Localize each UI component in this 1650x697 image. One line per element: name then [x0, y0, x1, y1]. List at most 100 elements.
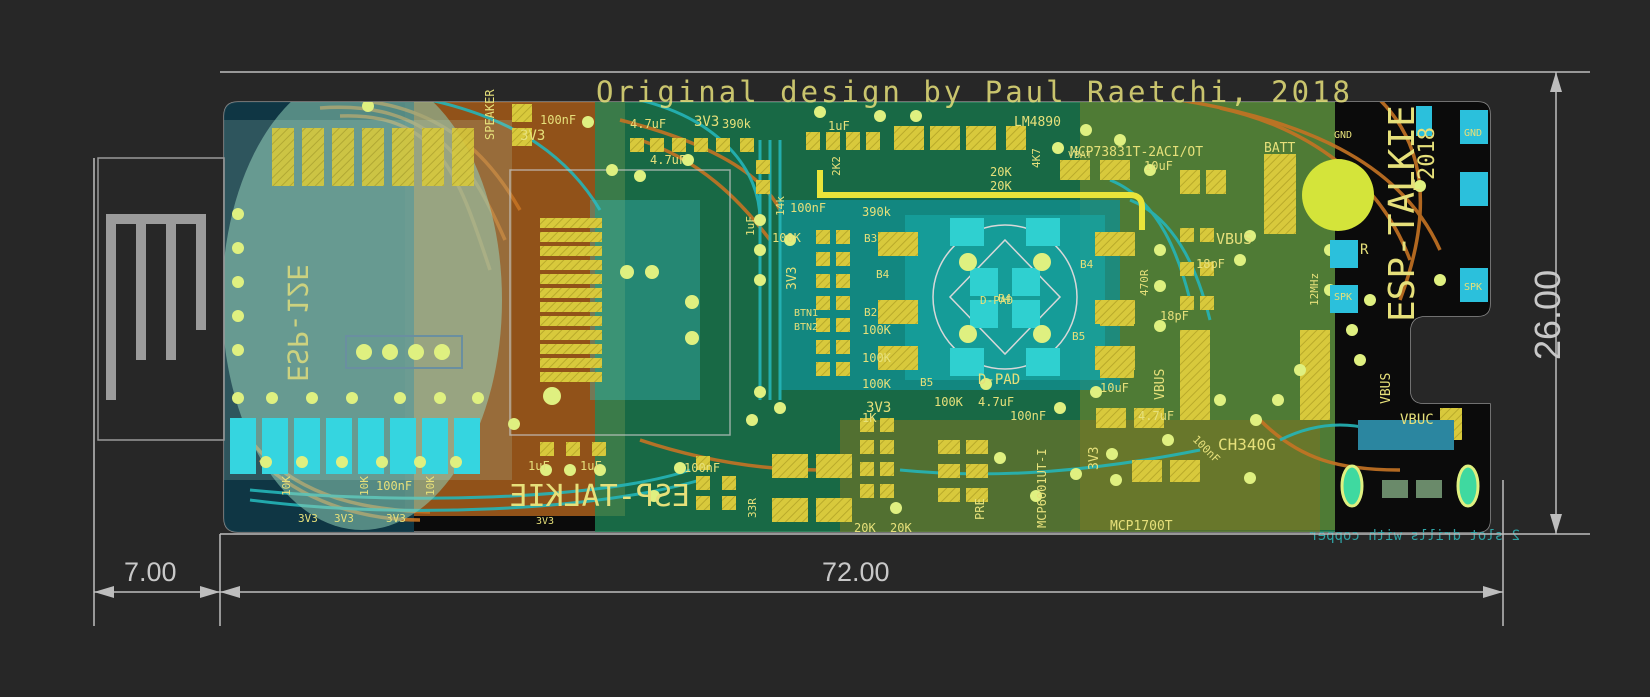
lm4890-label: LM4890	[1014, 115, 1061, 130]
vbus-label-c: VBUS	[1379, 373, 1394, 404]
dim-height-label: 26.00	[1527, 270, 1568, 360]
esp-pads-bottom	[230, 418, 480, 474]
spk-label-a: SPK	[1334, 292, 1352, 303]
label-3v3-a: 3V3	[520, 128, 545, 144]
label-3v3-d: 3V3	[785, 267, 800, 290]
r14k-a: 14k	[774, 196, 787, 216]
r100k-c: 100K	[862, 351, 892, 365]
r20k-a: 20K	[990, 165, 1012, 179]
b4-label-b: B4	[1080, 258, 1094, 271]
vbus-label-b: VBUS	[1153, 369, 1168, 400]
c100nf-b: 100nF	[376, 479, 412, 493]
label-3v3-i: 3V3	[536, 516, 554, 527]
b4-label-a: B4	[876, 268, 890, 281]
l-label: L	[1412, 178, 1420, 194]
c100nf-c: 100nF	[790, 201, 826, 215]
gnd-label-b: GND	[1464, 128, 1482, 139]
antenna-trace	[97, 157, 225, 441]
r100k-b: 100K	[862, 323, 892, 337]
module-name: ESP-12E	[281, 264, 314, 382]
board-year: 2018	[1415, 127, 1440, 180]
pre-label: PRE	[973, 498, 987, 520]
c1uf-a: 1uF	[828, 119, 850, 133]
audio-jack-pads	[1330, 106, 1488, 313]
c1uf-c: 1uF	[580, 459, 602, 473]
r2k2-a: 2K2	[830, 156, 843, 176]
c10uf-a: 10uF	[1144, 159, 1173, 173]
credit-text: Original design by Paul Raetchi, 2018	[596, 75, 1353, 109]
label-3v3-g: 3V3	[334, 512, 354, 525]
label-3v3-e: 3V3	[1087, 447, 1102, 470]
c1uf-d: 1uF	[744, 216, 757, 236]
btn2-label: BTN2	[794, 322, 818, 333]
r10k-b: 10K	[358, 476, 371, 496]
pcb-board	[223, 101, 1491, 533]
c4-7uf-a: 4.7uF	[630, 117, 666, 131]
label-3v3-h: 3V3	[386, 512, 406, 525]
ch340-label: CH340G	[1218, 435, 1276, 454]
connector-footprint	[509, 169, 731, 436]
r100k-e: 100K	[934, 395, 964, 409]
r470r-a: 470R	[1138, 269, 1151, 296]
c1uf-b: 1uF	[528, 459, 550, 473]
board-title: ESP-TALKIE	[1382, 105, 1423, 322]
label-3v3-c: 3V3	[866, 400, 891, 416]
c100nf-f: 100nF	[684, 461, 720, 475]
b3-label: B3	[864, 232, 877, 245]
b5-label-a: B5	[920, 376, 933, 389]
r33r-a: 33R	[746, 498, 759, 518]
bottom-title: ESP-TALKIE	[509, 479, 690, 514]
highlighted-trace	[817, 170, 1145, 230]
b2-label: B2	[864, 306, 877, 319]
mcp-ldo-label: MCP1700T	[1110, 519, 1173, 534]
r20k-c: 20K	[854, 521, 876, 535]
dim-width-label: 72.00	[822, 557, 890, 587]
xtal-label: 12MHz	[1308, 273, 1321, 306]
label-3v3-b: 3V3	[694, 114, 719, 130]
r-label: R	[1360, 242, 1369, 258]
c18pf-b: 18pF	[1160, 309, 1189, 323]
c4-7uf-c: 4.7uF	[978, 395, 1014, 409]
vbus-label-a: VBUS	[1216, 230, 1252, 248]
c100nf-a: 100nF	[540, 113, 576, 127]
buzzer-pad	[1302, 159, 1374, 231]
r100k-a: 100K	[772, 231, 802, 245]
c4-7uf-b: 4.7uF	[650, 153, 686, 167]
dim-antenna-label: 7.00	[124, 557, 177, 587]
speaker-label: SPEAKER	[483, 89, 497, 140]
label-3v3-f: 3V3	[298, 512, 318, 525]
r10k-a: 10K	[280, 476, 293, 496]
b4-label-c: B4	[998, 292, 1012, 305]
dpad-label-center: D-PAD	[980, 294, 1013, 307]
vias	[508, 106, 1446, 514]
r100k-d: 100K	[862, 377, 892, 391]
esp-side-vias	[232, 102, 484, 468]
silkscreen-layer: Original design by Paul Raetchi, 2018 ES…	[280, 75, 1520, 544]
b5-label-b: B5	[1072, 330, 1085, 343]
usb-connector	[1340, 420, 1480, 508]
btn1-label: BTN1	[794, 308, 818, 319]
r1k-a: 1K	[862, 411, 877, 425]
esp-pads-top	[272, 128, 474, 186]
dimension-lines	[93, 71, 1590, 626]
r4k7-a: 4K7	[1030, 148, 1043, 168]
vbat-label: VBAT	[1068, 150, 1092, 161]
dpad-label: D-PAD	[978, 372, 1020, 388]
r20k-d: 20K	[890, 521, 912, 535]
c4-7uf-d: 4.7uF	[1138, 409, 1174, 423]
c18pf-a: 18pF	[1196, 257, 1225, 271]
batt-label: BATT	[1264, 141, 1295, 156]
gnd-label-a: GND	[1334, 130, 1352, 141]
c100nf-d: 100nF	[1010, 409, 1046, 423]
r390k-a: 390k	[722, 117, 752, 131]
r390k-b: 390k	[862, 205, 892, 219]
passive-components	[512, 104, 1462, 522]
spk-label-b: SPK	[1464, 282, 1482, 293]
r20k-b: 20K	[990, 179, 1012, 193]
c10uf-b: 10uF	[1100, 381, 1129, 395]
mcp-charger-label: MCP73831T-2ACI/OT	[1070, 145, 1203, 160]
vbuc-label: VBUC	[1400, 412, 1434, 428]
header-pins	[345, 335, 463, 369]
r10k-c: 10K	[424, 476, 437, 496]
